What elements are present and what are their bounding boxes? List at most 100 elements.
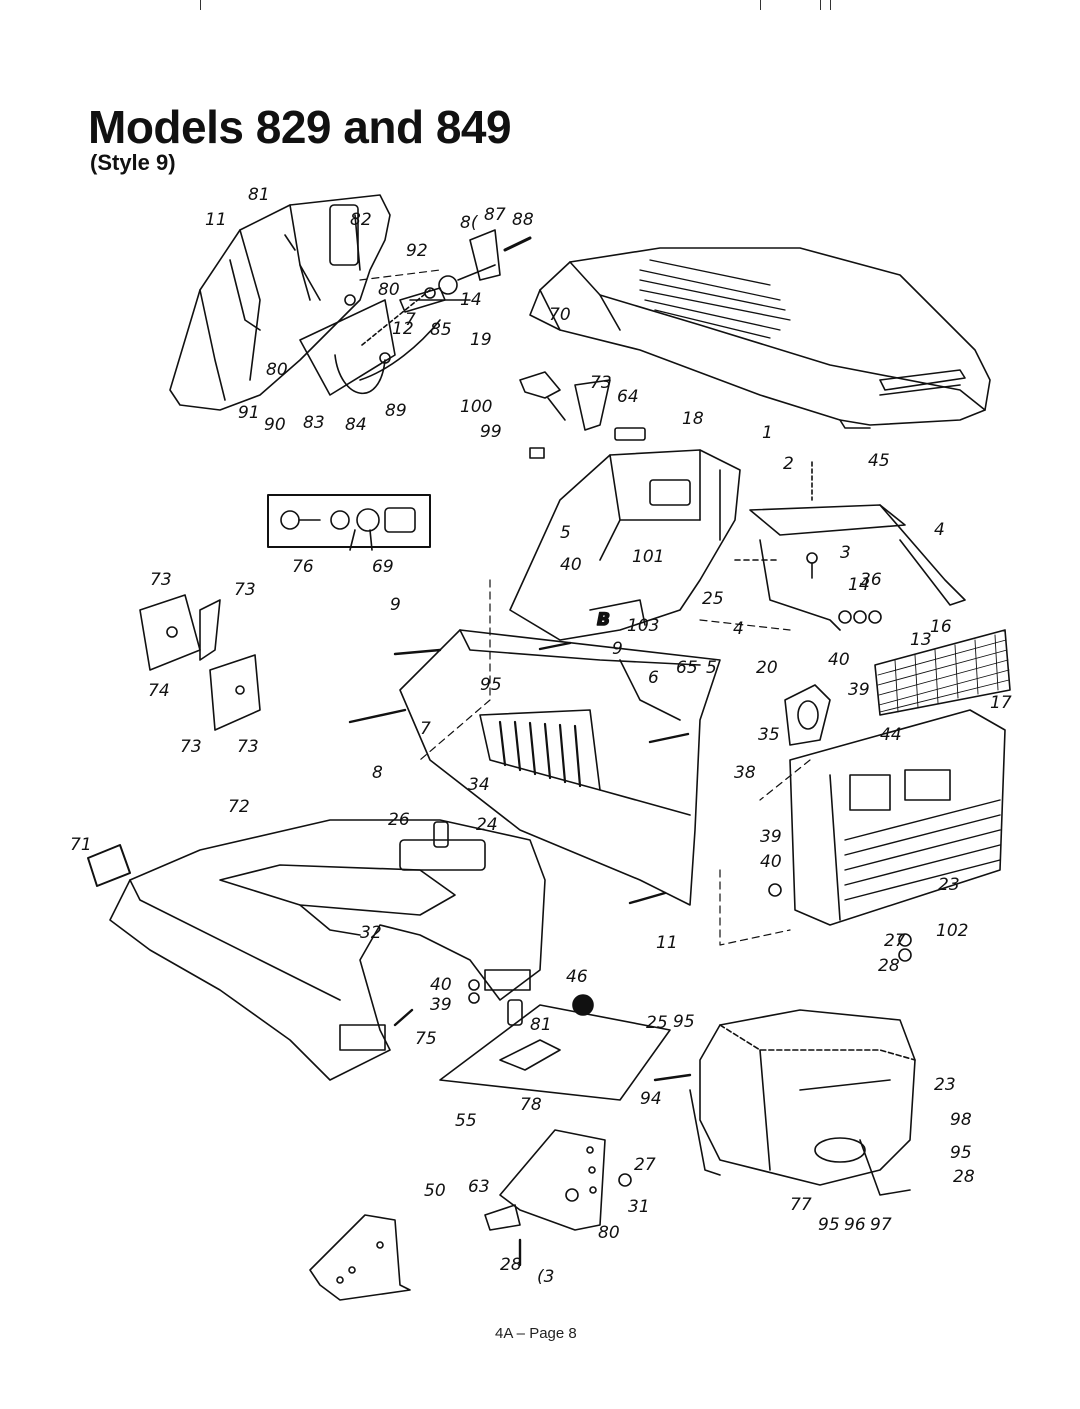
callout-number: 20 <box>756 658 778 678</box>
callout-number: 82 <box>350 210 372 230</box>
fender <box>109 819 546 1081</box>
callout-number: 73 <box>180 737 202 757</box>
front-panel <box>399 629 721 906</box>
callout-number: 64 <box>617 387 639 407</box>
callout-number: 25 <box>646 1013 668 1033</box>
callout-number: 98 <box>950 1110 972 1130</box>
callout-number: 32 <box>360 923 382 943</box>
callout-number: 69 <box>372 557 394 577</box>
choke-throttle-parts <box>359 229 532 381</box>
callout-number: 39 <box>760 827 782 847</box>
callout-number: 80 <box>378 280 400 300</box>
page-footer: 4A – Page 8 <box>495 1325 577 1342</box>
callout-number: 13 <box>910 630 932 650</box>
callout-number: 80 <box>266 360 288 380</box>
callout-number: 97 <box>870 1215 892 1235</box>
grille-screen <box>874 629 1011 716</box>
callout-number: 6 <box>648 668 659 688</box>
callout-number: 8( <box>460 213 479 233</box>
callout-number: 73 <box>237 737 259 757</box>
page-subtitle: (Style 9) <box>90 150 176 175</box>
ignition-inset <box>267 494 431 551</box>
callout-number: 14 <box>460 290 482 310</box>
callout-number: 31 <box>628 1197 650 1217</box>
callout-number: 4 <box>733 619 744 639</box>
callout-number: 81 <box>248 185 270 205</box>
callout-number: 2 <box>783 454 794 474</box>
scan-tick-mark <box>760 0 761 10</box>
callout-number: 81 <box>530 1015 552 1035</box>
pedal-plate <box>309 1214 411 1301</box>
callout-number: 88 <box>512 210 534 230</box>
callout-number: 73 <box>590 373 612 393</box>
callout-number: 4 <box>934 520 945 540</box>
callout-number: 39 <box>430 995 452 1015</box>
callout-number: 100 <box>460 397 492 417</box>
callout-number: 5 <box>706 658 717 678</box>
callout-number: 73 <box>234 580 256 600</box>
engine <box>689 1009 916 1196</box>
inset-label: B <box>597 610 610 630</box>
knobs-and-bolts <box>348 641 912 1267</box>
callout-number: 45 <box>868 451 890 471</box>
dash-housing <box>509 449 741 641</box>
callout-number: 11 <box>656 933 678 953</box>
callout-number: 9 <box>612 639 623 659</box>
callout-number: 28 <box>953 1167 975 1187</box>
callout-number: 55 <box>455 1111 477 1131</box>
callout-number: 14 <box>848 575 870 595</box>
callout-number: 96 <box>844 1215 866 1235</box>
callout-number: 102 <box>936 921 968 941</box>
callout-number: 40 <box>828 650 850 670</box>
callout-number: 28 <box>500 1255 522 1275</box>
callout-number: 36 <box>860 570 882 590</box>
callout-number: 50 <box>424 1181 446 1201</box>
callout-number: 11 <box>205 210 227 230</box>
callout-number: 94 <box>640 1089 662 1109</box>
callout-number: 70 <box>549 305 571 325</box>
callout-number: 103 <box>627 616 659 636</box>
callout-number: 39 <box>848 680 870 700</box>
callout-number: 26 <box>388 810 410 830</box>
callout-number: 83 <box>303 413 325 433</box>
hood-hinge-brackets <box>519 371 646 459</box>
callout-number: 99 <box>480 422 502 442</box>
callout-number: 23 <box>938 875 960 895</box>
callout-number: 9 <box>390 595 401 615</box>
callout-number: 78 <box>520 1095 542 1115</box>
callout-number: 3 <box>840 543 851 563</box>
callout-number: 84 <box>345 415 367 435</box>
callout-number: 40 <box>560 555 582 575</box>
callout-number: 25 <box>702 589 724 609</box>
callout-number: 8 <box>372 763 383 783</box>
callout-number: 7 <box>420 719 431 739</box>
callout-number: 73 <box>150 570 172 590</box>
callout-number: 72 <box>228 797 250 817</box>
callout-number: 46 <box>566 967 588 987</box>
callout-number: 92 <box>406 241 428 261</box>
callout-number: 23 <box>934 1075 956 1095</box>
callout-number: 95 <box>818 1215 840 1235</box>
callout-number: 71 <box>70 835 92 855</box>
callout-number: 95 <box>480 675 502 695</box>
hood <box>529 247 991 429</box>
callout-number: 95 <box>673 1012 695 1032</box>
assembly-guide-lines <box>359 269 811 946</box>
headlight <box>784 684 831 746</box>
callout-number: 34 <box>468 775 490 795</box>
callout-number: 63 <box>468 1177 490 1197</box>
callout-number: 40 <box>760 852 782 872</box>
callout-number: 87 <box>484 205 506 225</box>
callout-number: 77 <box>790 1195 812 1215</box>
callout-number: 19 <box>470 330 492 350</box>
shift-bracket <box>484 1129 606 1231</box>
callout-number: 24 <box>476 815 498 835</box>
callout-number: 28 <box>878 956 900 976</box>
callout-number: 12 <box>392 319 414 339</box>
scan-tick-mark <box>200 0 201 10</box>
scan-tick-mark <box>830 0 831 10</box>
throttle-plates <box>139 594 261 731</box>
